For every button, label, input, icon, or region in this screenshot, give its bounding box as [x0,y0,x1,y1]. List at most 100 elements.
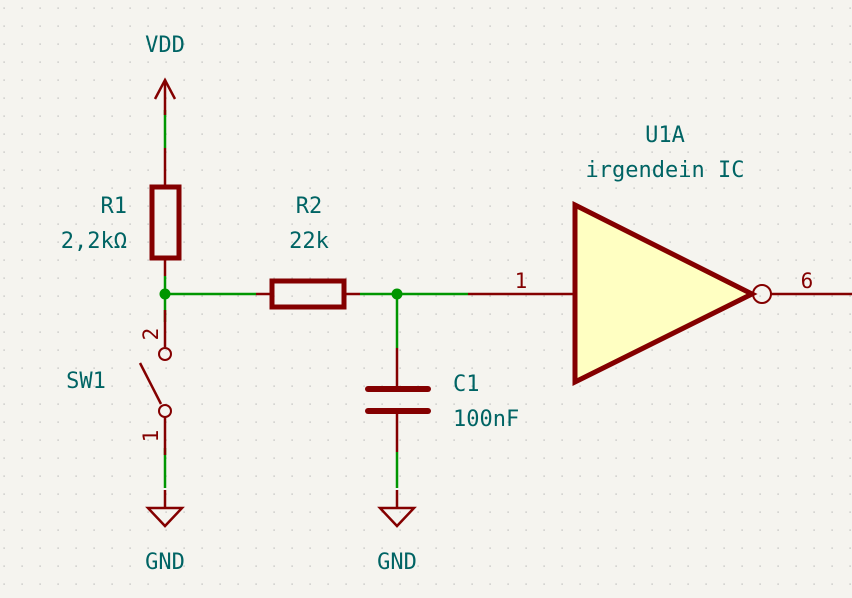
grid-dot [561,61,563,63]
grid-dot [381,583,383,585]
grid-dot [255,493,257,495]
grid-dot [111,79,113,81]
grid-dot [93,133,95,135]
grid-dot [363,259,365,261]
grid-dot [849,457,851,459]
grid-dot [75,277,77,279]
grid-dot [435,43,437,45]
grid-dot [507,43,509,45]
grid-dot [183,367,185,369]
grid-dot [291,151,293,153]
grid-dot [669,439,671,441]
grid-dot [849,241,851,243]
grid-dot [435,97,437,99]
grid-dot [561,25,563,27]
inverter-u1a[interactable]: 1 6 U1A irgendein IC [468,123,852,387]
grid-dot [435,403,437,405]
grid-dot [669,223,671,225]
junction-dot-left [159,288,171,300]
grid-dot [57,25,59,27]
grid-dot [3,349,5,351]
gnd-power-symbol-right[interactable]: GND [377,490,417,575]
grid-dot [255,565,257,567]
grid-dot [705,151,707,153]
grid-dot [561,205,563,207]
grid-dot [363,25,365,27]
c1-value: 100nF [453,407,519,432]
resistor-r1[interactable]: R1 2,2kΩ [61,148,182,276]
grid-dot [543,457,545,459]
grid-dot [777,331,779,333]
grid-dot [471,421,473,423]
grid-dot [165,529,167,531]
grid-dot [363,403,365,405]
grid-dot [57,403,59,405]
switch-sw1[interactable]: 2 1 SW1 [66,310,172,455]
grid-dot [363,511,365,513]
grid-dot [705,511,707,513]
grid-dot [453,547,455,549]
grid-dot [255,439,257,441]
grid-dot [291,115,293,117]
grid-dot [453,457,455,459]
grid-dot [21,493,23,495]
grid-dot [21,403,23,405]
grid-dot [165,7,167,9]
grid-dot [93,547,95,549]
grid-dot [129,331,131,333]
grid-dot [345,583,347,585]
grid-dot [741,43,743,45]
grid-dot [291,97,293,99]
grid-dot [3,187,5,189]
u1a-reference: U1A [645,123,685,148]
grid-dot [705,493,707,495]
grid-dot [399,457,401,459]
grid-dot [471,115,473,117]
grid-dot [3,259,5,261]
grid-dot [183,97,185,99]
grid-dot [3,151,5,153]
grid-dot [327,367,329,369]
grid-dot [399,547,401,549]
grid-dot [813,529,815,531]
grid-dot [273,7,275,9]
grid-dot [129,115,131,117]
grid-dot [309,43,311,45]
resistor-r2[interactable]: R2 22k [256,194,360,310]
grid-dot [561,547,563,549]
grid-dot [669,151,671,153]
capacitor-c1[interactable]: C1 100nF [365,348,519,452]
gnd-power-symbol-left[interactable]: GND [145,490,185,575]
grid-dot [777,511,779,513]
vdd-power-symbol[interactable]: VDD [145,33,185,115]
grid-dot [309,565,311,567]
grid-dot [3,241,5,243]
grid-dot [795,43,797,45]
grid-dot [345,187,347,189]
grid-dot [219,259,221,261]
grid-dot [381,511,383,513]
grid-dot [219,25,221,27]
grid-dot [507,583,509,585]
grid-dot [219,565,221,567]
grid-dot [615,169,617,171]
grid-dot [777,79,779,81]
grid-dot [453,97,455,99]
grid-dot [633,169,635,171]
grid-dot [291,43,293,45]
grid-dot [93,79,95,81]
grid-dot [147,493,149,495]
grid-dot [57,61,59,63]
grid-dot [327,277,329,279]
grid-dot [687,43,689,45]
grid-dot [669,583,671,585]
grid-dot [183,43,185,45]
grid-dot [615,529,617,531]
grid-dot [723,241,725,243]
grid-dot [381,295,383,297]
grid-dot [3,385,5,387]
grid-dot [57,349,59,351]
grid-dot [543,295,545,297]
grid-dot [831,97,833,99]
